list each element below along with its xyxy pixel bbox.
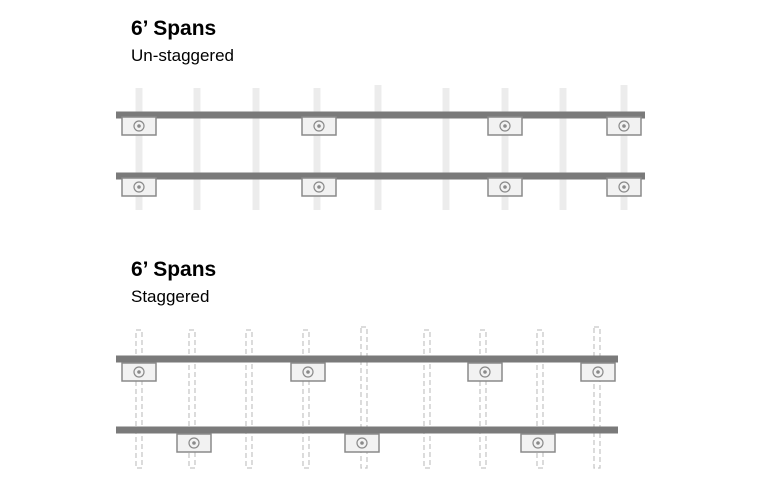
tie: [620, 85, 628, 210]
rail-clip: [487, 177, 523, 197]
bolt-ring: [592, 366, 604, 378]
bolt-dot: [483, 370, 487, 374]
bolt-dot: [137, 124, 141, 128]
bolt-ring: [618, 120, 630, 132]
bolt-dot: [360, 441, 364, 445]
tie: [442, 88, 450, 210]
bolt-ring: [133, 181, 145, 193]
section-subtitle-staggered: Staggered: [131, 287, 210, 306]
bolt-dot: [192, 441, 196, 445]
rail-clip: [580, 362, 616, 382]
bolt-ring: [532, 437, 544, 449]
rail-clip: [344, 433, 380, 453]
tie: [135, 88, 143, 210]
rail: [116, 355, 618, 363]
rail-clip: [606, 116, 642, 136]
section-subtitle-unstaggered: Un-staggered: [131, 46, 235, 65]
bolt-dot: [137, 185, 141, 189]
rail-clip: [467, 362, 503, 382]
bolt-dot: [622, 185, 626, 189]
rail-clip: [121, 177, 157, 197]
tie: [501, 88, 509, 210]
rail: [116, 172, 645, 180]
rail: [116, 426, 618, 434]
tie-dashed: [423, 329, 431, 469]
rail-clip: [176, 433, 212, 453]
tie-dashed: [188, 329, 196, 469]
tie-dashed: [135, 329, 143, 469]
bolt-ring: [618, 181, 630, 193]
bolt-ring: [499, 120, 511, 132]
rail-clip: [121, 116, 157, 136]
bolt-dot: [503, 185, 507, 189]
tie: [374, 85, 382, 210]
rail-clip: [301, 116, 337, 136]
tie-dashed: [479, 329, 487, 469]
bolt-dot: [317, 185, 321, 189]
tie: [559, 88, 567, 210]
bolt-ring: [133, 120, 145, 132]
bolt-ring: [188, 437, 200, 449]
bolt-ring: [133, 366, 145, 378]
bolt-dot: [622, 124, 626, 128]
tie: [193, 88, 201, 210]
bolt-ring: [313, 181, 325, 193]
bolt-dot: [137, 370, 141, 374]
rail-clip: [606, 177, 642, 197]
rail: [116, 111, 645, 119]
rail-clip: [301, 177, 337, 197]
bolt-dot: [317, 124, 321, 128]
tie-dashed: [360, 326, 368, 469]
unstaggered-track-group: [116, 85, 645, 210]
tie: [252, 88, 260, 210]
rail-clip: [121, 362, 157, 382]
bolt-dot: [306, 370, 310, 374]
tie-dashed: [593, 326, 601, 469]
bolt-dot: [536, 441, 540, 445]
bolt-ring: [356, 437, 368, 449]
rail-clip: [520, 433, 556, 453]
bolt-dot: [596, 370, 600, 374]
staggered-track-group: [116, 326, 618, 469]
bolt-ring: [479, 366, 491, 378]
bolt-ring: [313, 120, 325, 132]
tie-dashed: [302, 329, 310, 469]
bolt-dot: [503, 124, 507, 128]
tie-dashed: [245, 329, 253, 469]
section-title-staggered: 6’ Spans: [131, 258, 217, 281]
tie-dashed: [536, 329, 544, 469]
bolt-ring: [499, 181, 511, 193]
rail-clip: [487, 116, 523, 136]
rail-clip: [290, 362, 326, 382]
tie: [313, 88, 321, 210]
section-title-unstaggered: 6’ Spans: [131, 17, 217, 40]
bolt-ring: [302, 366, 314, 378]
